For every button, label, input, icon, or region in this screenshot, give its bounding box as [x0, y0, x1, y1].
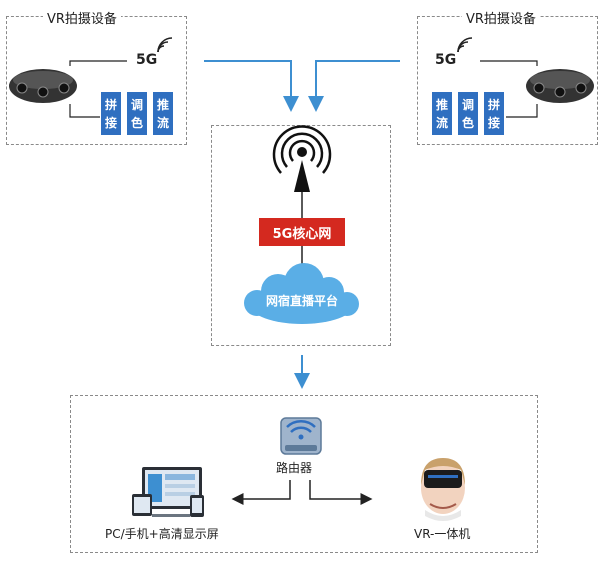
access-box [70, 395, 538, 553]
button-stitch-right[interactable]: 拼 接 [484, 92, 504, 135]
right-to-core-arrow [308, 60, 400, 112]
button-stream-right[interactable]: 推 流 [432, 92, 452, 135]
pc-label: PC/手机+高清显示屏 [105, 527, 219, 541]
router-to-vr-arrow [309, 480, 373, 505]
router-to-pc-arrow [231, 480, 291, 505]
capture-title-left: VR拍摄设备 [43, 8, 121, 27]
button-stitch-left[interactable]: 拼 接 [101, 92, 121, 135]
button-color-left[interactable]: 调 色 [127, 92, 147, 135]
button-color-right[interactable]: 调 色 [458, 92, 478, 135]
left-to-core-arrow [204, 60, 299, 112]
capture-title-right: VR拍摄设备 [462, 8, 540, 27]
router-label: 路由器 [276, 461, 313, 475]
button-stream-left[interactable]: 推 流 [153, 92, 173, 135]
core-network-box: 5G核心网 [259, 218, 345, 246]
vr-label: VR-一体机 [414, 527, 471, 541]
network-5g-label-right: 5G [435, 52, 457, 68]
live-platform-label: 网宿直播平台 [265, 294, 338, 308]
network-5g-label-left: 5G [136, 52, 158, 68]
